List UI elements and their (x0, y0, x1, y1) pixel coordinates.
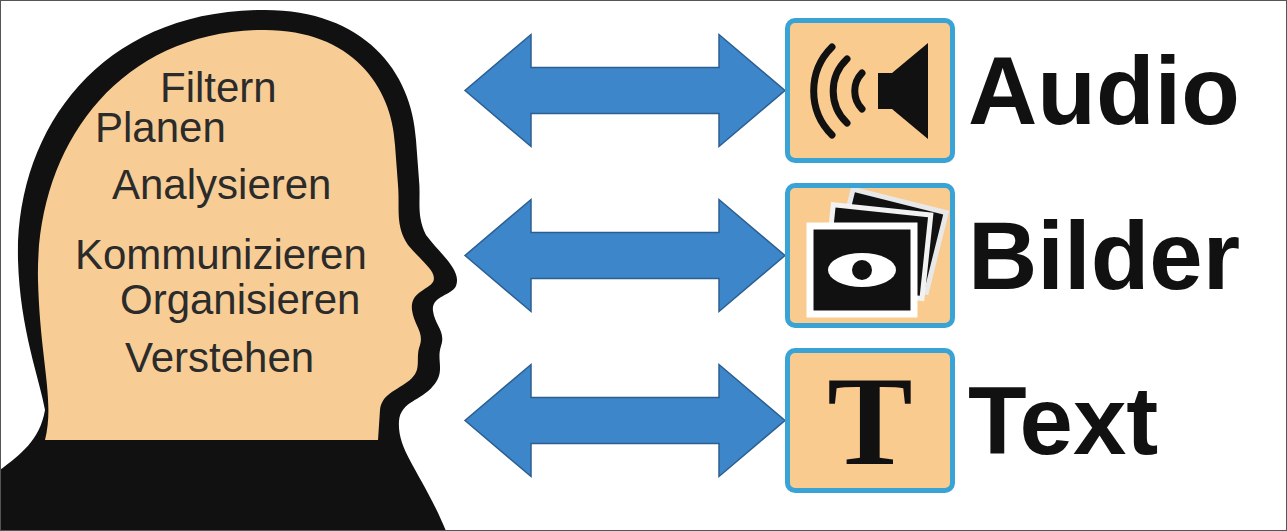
thinking-word: Verstehen (125, 334, 314, 382)
eye-white (828, 253, 896, 287)
thinking-word: Planen (95, 104, 226, 152)
media-icon-box: Audio (785, 18, 955, 163)
head-fill (38, 30, 434, 440)
media-icon-box: TText (785, 348, 955, 493)
sound-wave (833, 59, 847, 123)
block-arrow (465, 35, 785, 147)
media-icon-box: Bilder (785, 183, 955, 328)
front-photo (810, 226, 914, 314)
media-label: Bilder (968, 203, 1240, 309)
icon-letter: T (827, 357, 912, 485)
thinking-word: Kommunizieren (75, 231, 367, 279)
media-label: Audio (968, 38, 1240, 144)
block-arrow (465, 200, 785, 312)
sound-wave (855, 73, 862, 109)
speaker-body (878, 43, 928, 139)
photos-icon (790, 188, 950, 323)
thinking-word: Analysieren (112, 161, 331, 209)
eye-pupil (852, 260, 872, 280)
speaker-icon (790, 23, 950, 158)
block-arrow (465, 365, 785, 477)
sound-wave (814, 47, 832, 135)
head-outline (0, 10, 457, 531)
media-label: Text (968, 368, 1158, 474)
thinking-word: Organisieren (120, 276, 360, 324)
head-shape: FilternPlanenAnalysierenKommunizierenOrg… (0, 0, 465, 531)
